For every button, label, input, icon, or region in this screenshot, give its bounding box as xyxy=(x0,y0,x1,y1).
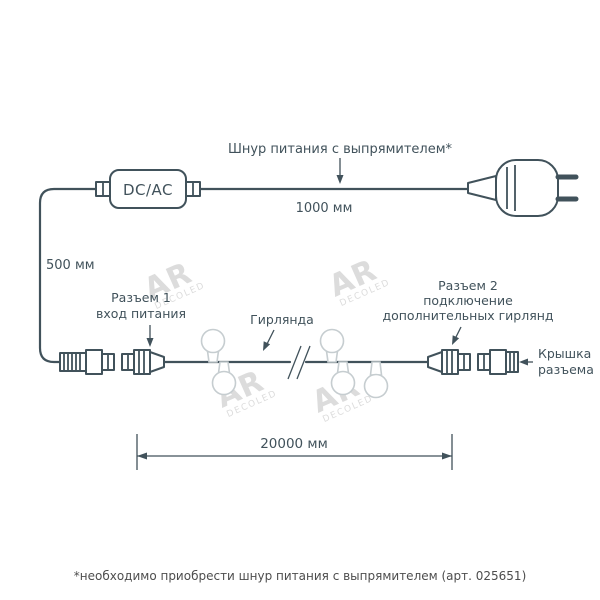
connector1-arrow xyxy=(146,325,154,347)
connector2-arrow xyxy=(452,326,462,345)
dcac-adapter: DC/AC xyxy=(95,169,201,209)
connector2-nut xyxy=(441,349,459,375)
connector1-assembly xyxy=(59,349,165,375)
plug-body xyxy=(495,159,559,217)
bulb-down xyxy=(211,361,237,396)
garland-label: Гирлянда xyxy=(250,312,314,327)
connector1-taper xyxy=(149,351,165,373)
connector2-label-line3: дополнительных гирлянд xyxy=(382,308,553,323)
garland-dimension: 20000 мм xyxy=(136,434,453,470)
connector2-taper xyxy=(427,351,443,373)
wire-break-mark xyxy=(287,345,311,380)
connector2-assembly xyxy=(427,349,519,375)
garland-arrow xyxy=(263,329,275,351)
power-cord-arrow xyxy=(336,158,344,184)
watermark-logo: AR DECOLED xyxy=(324,253,392,309)
bulb-down xyxy=(330,361,356,396)
cap-label-line1: Крышка xyxy=(538,346,591,361)
connector1-label-line2: вход питания xyxy=(96,306,186,321)
footer-note: *необходимо приобрести шнур питания с вы… xyxy=(74,569,527,583)
cap-label-line2: разъема xyxy=(538,362,594,377)
cap-body xyxy=(505,351,519,373)
power-plug xyxy=(467,159,579,217)
input-cable xyxy=(38,187,98,364)
bulbs xyxy=(200,328,389,399)
garland-length: 20000 мм xyxy=(260,436,328,452)
bulb-up xyxy=(319,328,345,363)
bulb-down xyxy=(363,361,389,399)
power-cord-length: 1000 мм xyxy=(296,201,353,216)
connector1-nut xyxy=(85,349,103,375)
input-cable-length: 500 мм xyxy=(46,258,95,273)
adapter-label: DC/AC xyxy=(123,181,173,199)
adapter-body xyxy=(109,169,187,209)
plug-boot xyxy=(467,175,497,201)
connector2-label-line1: Разъем 2 xyxy=(438,278,498,293)
bulb-up xyxy=(200,328,226,363)
connector1-label-line1: Разъем 1 xyxy=(111,290,171,305)
cap-nut xyxy=(489,349,507,375)
cap-arrow xyxy=(519,358,533,366)
connector2-label-line2: подключение xyxy=(423,293,513,308)
power-cord-label: Шнур питания с выпрямителем* xyxy=(228,142,453,157)
connector1-socket-nut xyxy=(133,349,151,375)
